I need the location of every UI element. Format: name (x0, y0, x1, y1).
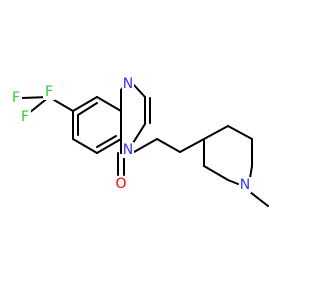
bond (96, 138, 122, 154)
label-backdrop (239, 177, 251, 193)
bond (249, 165, 253, 179)
atom-f1: F (45, 84, 53, 100)
atom-n3: N (123, 142, 133, 158)
bond (72, 138, 98, 154)
atom-n-piperidine: N (240, 177, 250, 193)
label-backdrop (43, 84, 55, 100)
atom-o4: O (115, 176, 126, 192)
bond (96, 96, 122, 112)
bond (203, 165, 229, 181)
label-backdrop (122, 142, 134, 158)
bond (179, 138, 205, 153)
bond (96, 135, 117, 148)
bond (227, 125, 253, 140)
structure-diagram: N N O F F F N (10, 76, 269, 207)
bond (156, 138, 181, 153)
label-backdrop (115, 176, 127, 192)
bond (203, 125, 229, 140)
bond-layer (21, 83, 269, 207)
bond (132, 83, 146, 98)
bond (132, 123, 146, 144)
bond (72, 96, 98, 112)
label-backdrop (10, 90, 22, 106)
bond (77, 102, 98, 116)
bond (227, 179, 239, 185)
bond (133, 138, 158, 153)
atom-label-layer: N N O F F F N (10, 76, 251, 193)
atom-n1: N (123, 76, 133, 92)
bond (249, 191, 269, 207)
atom-f2: F (12, 90, 20, 106)
label-backdrop (19, 109, 31, 125)
atom-f3: F (21, 109, 29, 125)
label-backdrop (122, 76, 134, 92)
